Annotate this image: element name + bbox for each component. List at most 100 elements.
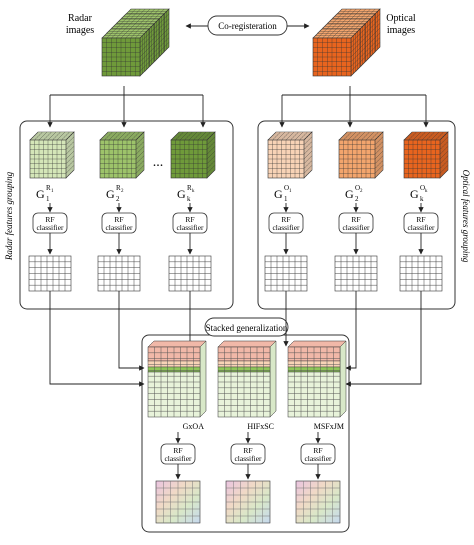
radar-group-output-grid-lines-3 (169, 256, 211, 291)
radar-image-stack-layer-0 (101, 28, 150, 77)
stack-block-3-output-map-grid (296, 481, 340, 523)
optical-group-cube-2 (338, 131, 384, 179)
radar-image-stack-layer-0-front-grid (102, 38, 140, 76)
radar-group-cube-2-front-grid (100, 140, 136, 178)
radar-images-label-2: images (66, 25, 94, 36)
optical-image-stack-layer-0-front-grid (313, 38, 351, 76)
radar-group-cube-sup-sub-1: 1 (51, 189, 54, 194)
radar-group-cube-1-side-grid (65, 134, 75, 176)
stack-block-1-classifier-line2: classifier (164, 454, 192, 463)
optical-group-cube-sup-sub-1: 1 (289, 189, 292, 194)
stack-block-2-output-map-grid (226, 481, 270, 523)
optical-group-cube-sup-sub-3: k (425, 189, 428, 194)
optical-group-cube-sub-1: 1 (284, 195, 288, 203)
optical-group-cube-sub-2: 2 (355, 195, 359, 203)
optical-group-cube-1-side-grid (303, 134, 313, 176)
stack-block-2-top (217, 340, 277, 348)
stacked-title-box (204, 317, 289, 337)
optical-group-cube-label-2: G (345, 187, 354, 201)
optical-grouping-side-label: Optical features grouping (461, 170, 471, 263)
stack-block-3-classifier-line1: RF (313, 446, 322, 455)
radar-group-cube-sup-sub-3: k (192, 189, 195, 194)
radar-group-cube-sup-3: R (187, 184, 192, 192)
optical-group-cube-2-front-grid (339, 140, 375, 178)
radar-group-cube-3 (170, 131, 216, 179)
radar-group-output-grid-lines-1 (29, 256, 71, 291)
radar-group-classifier-3-line2: classifier (176, 223, 204, 232)
stack-block-2-classifier-line1: RF (243, 446, 252, 455)
radar-group-cube-sub-1: 1 (46, 195, 50, 203)
stack-block-3-label: MSFxJM (314, 422, 344, 431)
optical-image-stack-layer-0-side-grid (350, 31, 361, 74)
radar-group-cube-label-1: G (36, 187, 45, 201)
optical-group-output-grid-lines-3 (400, 256, 442, 291)
optical-group-cube-2-top-grid (341, 131, 381, 141)
optical-group-classifier-2-line1: RF (351, 215, 360, 224)
radar-images-label-1: Radar (68, 13, 93, 24)
stack-block-3-grid (288, 347, 340, 417)
optical-group-cube-sub-3: k (420, 195, 424, 203)
optical-group-classifier-1-line2: classifier (272, 223, 300, 232)
radar-group-output-grid-lines-2 (98, 256, 140, 291)
radar-group-classifier-1-line1: RF (45, 215, 54, 224)
stack-block-1-side (199, 340, 207, 418)
radar-group-cube-1-top-grid (32, 131, 72, 141)
stack-block-1-classifier-line1: RF (173, 446, 182, 455)
optical-group-cube-sup-1: O (284, 184, 289, 192)
stack-block-3-top (287, 340, 347, 348)
optical-group-cube-label-1: G (274, 187, 283, 201)
coregistration-box (207, 15, 288, 36)
stack-block-2-side (269, 340, 277, 418)
stack-block-1-label: GxOA (183, 422, 205, 431)
optical-group-cube-3 (403, 131, 449, 179)
radar-group-cube-sup-sub-2: 2 (121, 189, 124, 194)
radar-grouping-side-label: Radar features grouping (4, 171, 14, 261)
stack-block-1-output-map-grid (156, 481, 200, 523)
radar-group-cube-label-3: G (177, 187, 186, 201)
optical-images-label-1: Optical (386, 13, 416, 24)
radar-group-cube-sup-2: R (116, 184, 121, 192)
radar-group-cube-3-side-grid (206, 134, 216, 176)
radar-group-cube-label-2: G (106, 187, 115, 201)
optical-group-cube-1-top-grid (270, 131, 310, 141)
radar-image-stack-layer-0-side-grid (139, 31, 150, 74)
radar-group-cube-2-side-grid (135, 134, 145, 176)
optical-image-stack-layer-0 (312, 28, 361, 77)
radar-group-cube-3-front-grid (171, 140, 207, 178)
coregistration-label: Co-registeration (218, 21, 277, 31)
radar-group-classifier-2-line2: classifier (105, 223, 133, 232)
optical-group-output-grid-lines-1 (265, 256, 307, 291)
stack-block-1-grid (148, 347, 200, 417)
radar-group-cube-3-top-grid (173, 131, 213, 141)
radar-image-stack-layer-0-top-grid (104, 28, 147, 39)
optical-group-cube-2-side-grid (374, 134, 384, 176)
radar-group-classifier-2-line1: RF (114, 215, 123, 224)
optical-group-cube-sup-sub-2: 2 (360, 189, 363, 194)
optical-grid2-to-stack (345, 291, 357, 371)
optical-group-output-grid-lines-2 (335, 256, 377, 291)
optical-group-box (257, 120, 456, 310)
optical-group-classifier-1-line1: RF (281, 215, 290, 224)
radar-group-cube-1-front-grid (30, 140, 66, 178)
radar-group-cube-2-top-grid (102, 131, 142, 141)
radar-group-cube-sub-2: 2 (116, 195, 120, 203)
optical-group-cube-label-3: G (410, 187, 419, 201)
optical-split-line (282, 86, 426, 96)
optical-group-cube-3-side-grid (439, 134, 449, 176)
stack-block-3-side (339, 340, 347, 418)
optical-group-cube-sup-2: O (355, 184, 360, 192)
optical-images-label-2: images (387, 25, 415, 36)
stacked-title: Stacked generalization (206, 323, 288, 333)
optical-group-classifier-3-line1: RF (416, 215, 425, 224)
radar-split-line (50, 86, 203, 96)
radar-group-cube-sup-1: R (46, 184, 51, 192)
stack-block-2-grid (218, 347, 270, 417)
optical-group-classifier-3-line2: classifier (407, 223, 435, 232)
radar-group-cube-1 (29, 131, 75, 179)
optical-group-cube-sup-3: O (420, 184, 425, 192)
optical-group-cube-3-front-grid (404, 140, 440, 178)
optical-group-cube-3-top-grid (406, 131, 446, 141)
